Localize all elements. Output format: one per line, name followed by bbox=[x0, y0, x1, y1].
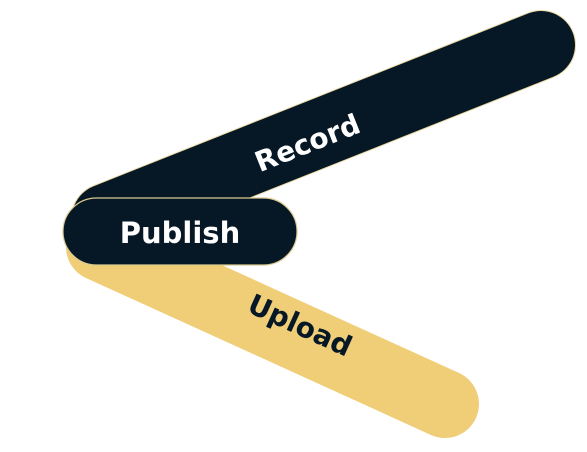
upload-step: Upload bbox=[66, 213, 479, 438]
record-step: Record bbox=[71, 10, 576, 253]
publish-label: Publish bbox=[120, 216, 240, 250]
upload-pill bbox=[66, 213, 479, 438]
publish-step: Publish bbox=[62, 197, 298, 266]
record-pill bbox=[72, 11, 575, 252]
publish-pill bbox=[62, 197, 298, 266]
